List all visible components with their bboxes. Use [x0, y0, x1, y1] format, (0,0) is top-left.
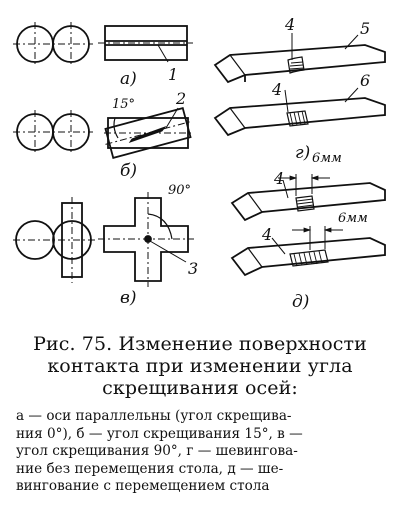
caption-line-2: контакта при изменении угла	[47, 355, 353, 377]
panel-g-drawing	[213, 33, 386, 137]
angle-15: 15°	[112, 97, 135, 112]
angle-90: 90°	[168, 183, 191, 198]
label-3: 3	[188, 259, 198, 278]
label-4-g-top: 4	[284, 15, 295, 34]
legend-line-2: ния 0°), б — угол скрещивания 15°, в —	[16, 425, 303, 442]
label-1: 1	[168, 65, 178, 84]
label-6: 6	[360, 71, 370, 90]
legend-line-4: ние без перемещения стола, д — ше-	[16, 460, 284, 477]
dimension-6mm-top: 6мм	[312, 151, 342, 166]
panel-v-drawing	[13, 192, 194, 287]
dimension-6mm-bottom: 6мм	[338, 211, 368, 226]
technical-figure: а) б) в) г) д) 1 2 3 4 4 4 4 5 6 15° 90°…	[13, 15, 386, 312]
label-2: 2	[175, 89, 186, 108]
panel-label-a: а)	[120, 69, 137, 89]
panel-label-g: г)	[295, 143, 310, 163]
panel-a-drawing	[13, 22, 193, 66]
panel-d-drawing	[230, 174, 386, 277]
panel-b-drawing	[13, 107, 192, 159]
panel-label-v: в)	[120, 288, 137, 308]
panel-label-d: д)	[292, 292, 309, 312]
panel-label-b: б)	[120, 161, 137, 181]
figure-legend: а — оси параллельны (угол скрещива- ния …	[16, 408, 388, 496]
legend-line-3: угол скрещивания 90°, г — шевингова-	[16, 443, 298, 460]
caption-line-1: Рис. 75. Изменение поверхности	[33, 333, 367, 355]
label-5: 5	[360, 19, 370, 38]
legend-line-5: вингование с перемещением стола	[16, 478, 270, 495]
label-4-d-bottom: 4	[261, 225, 272, 244]
caption-line-3: скрещивания осей:	[102, 377, 298, 399]
legend-line-1: а — оси параллельны (угол скрещива-	[16, 408, 292, 424]
label-4-d-top: 4	[273, 169, 284, 188]
figure-caption: Рис. 75. Изменение поверхности контакта …	[0, 333, 400, 399]
label-4-g-bottom: 4	[271, 80, 282, 99]
